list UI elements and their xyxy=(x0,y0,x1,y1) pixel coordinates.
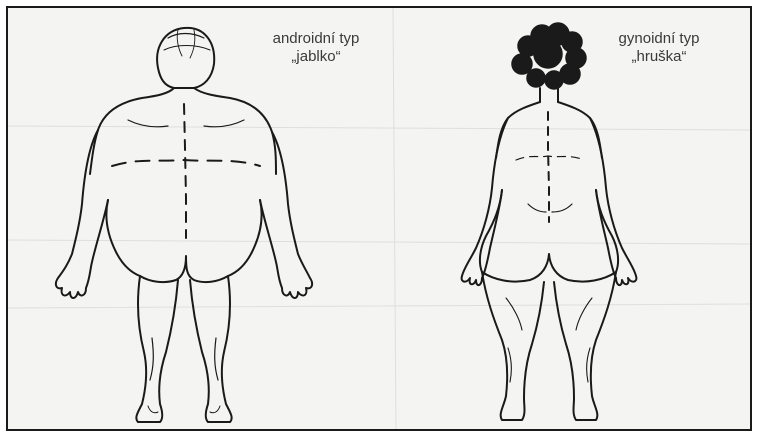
gynoid-type-label: gynoidní typ „hruška“ xyxy=(592,30,726,66)
android-type-label: androidní typ „jablko“ xyxy=(244,30,388,66)
gynoid-left-leg xyxy=(482,272,544,420)
android-spine xyxy=(184,104,186,238)
android-type-name: androidní typ xyxy=(244,30,388,48)
android-head xyxy=(157,28,214,88)
android-left-leg xyxy=(136,276,178,422)
android-left-arm xyxy=(56,130,108,298)
body-types-illustration xyxy=(8,8,752,431)
gynoid-right-arm xyxy=(590,118,636,285)
android-right-arm xyxy=(260,132,312,298)
android-type-nickname: „jablko“ xyxy=(244,48,388,66)
gynoid-spine xyxy=(548,112,549,222)
gynoid-buttocks xyxy=(482,254,616,282)
gynoid-type-nickname: „hruška“ xyxy=(592,48,726,66)
gynoid-left-arm xyxy=(462,118,508,285)
android-buttocks xyxy=(140,256,228,282)
gynoid-right-leg xyxy=(554,272,616,420)
illustration-frame: androidní typ „jablko“ gynoidní typ „hru… xyxy=(6,6,752,431)
gynoid-type-name: gynoidní typ xyxy=(592,30,726,48)
android-waist xyxy=(106,200,261,276)
gynoid-neck xyxy=(540,88,558,102)
gynoid-hair xyxy=(512,23,586,89)
android-right-leg xyxy=(190,276,232,422)
android-figure xyxy=(56,28,312,422)
gynoid-figure xyxy=(462,23,637,420)
android-torso xyxy=(90,88,276,174)
paper-texture xyxy=(8,8,752,431)
